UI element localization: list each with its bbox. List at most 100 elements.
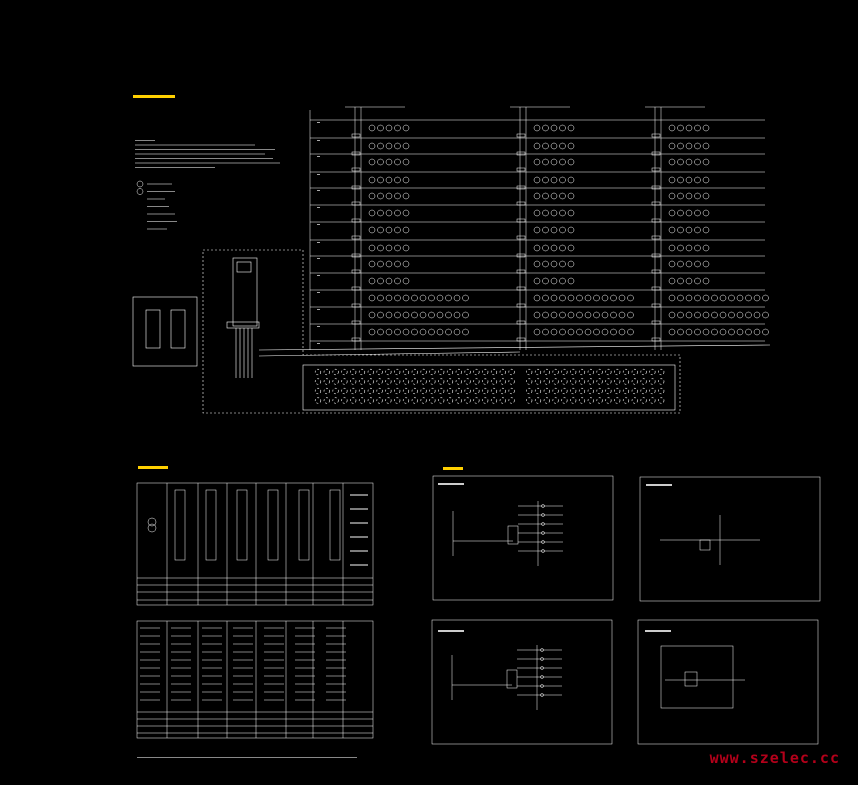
light-fixture-icon [550,226,558,234]
light-fixture-icon [420,368,427,376]
frame-rect [205,489,217,561]
light-fixture-icon [541,549,545,553]
light-fixture-icon [677,158,684,166]
frame-rect [516,337,526,342]
floor-label-mark [317,207,320,208]
light-fixture-icon [762,294,769,302]
light-fixture-icon [649,378,656,385]
light-fixture-icon [567,244,575,252]
light-fixture-icon [614,387,621,395]
light-fixture-icon [455,378,462,385]
light-fixture-icon [533,328,541,336]
light-fixture-icon [541,540,545,544]
light-fixture-icon [419,294,427,302]
frame-rect [516,253,526,258]
light-fixture-icon [596,397,603,404]
light-fixture-icon [376,368,383,376]
light-fixture-icon [668,209,676,217]
light-fixture-icon [550,209,558,217]
light-fixture-icon [411,378,418,385]
light-fixture-icon [490,397,498,404]
light-fixture-icon [640,387,647,395]
wire-line [258,351,521,357]
light-fixture-icon [438,378,445,385]
light-fixture-icon [377,176,384,184]
light-fixture-icon [587,368,594,376]
light-fixture-icon [358,368,366,376]
light-fixture-icon [694,244,701,252]
light-fixture-icon [402,176,410,184]
frame-rect [651,133,661,138]
light-fixture-icon [550,192,558,200]
light-fixture-icon [694,192,701,200]
light-fixture-icon [541,522,545,526]
light-fixture-icon [436,311,444,319]
light-fixture-icon [677,226,684,234]
floor-label-mark [317,224,320,225]
light-fixture-icon [402,260,410,268]
light-fixture-icon [394,176,401,184]
light-fixture-icon [350,378,357,385]
light-fixture-icon [368,142,376,150]
light-fixture-icon [455,387,462,395]
frame-rect [267,489,279,561]
floor-label-mark [317,309,320,310]
light-fixture-icon [350,387,357,395]
light-fixture-icon [341,368,348,376]
light-fixture-icon [402,142,410,150]
light-fixture-icon [394,226,401,234]
wire-line [258,344,771,351]
light-fixture-icon [402,397,410,404]
light-fixture-icon [694,277,701,285]
frame-rect [684,671,698,687]
light-fixture-icon [385,328,393,336]
light-fixture-icon [462,294,469,302]
light-fixture-icon [367,387,374,395]
light-fixture-icon [445,328,452,336]
light-fixture-icon [411,387,418,395]
light-fixture-icon [622,397,630,404]
light-fixture-icon [402,387,410,395]
light-fixture-icon [542,209,549,217]
light-fixture-icon [618,328,626,336]
light-fixture-icon [550,176,558,184]
light-fixture-icon [385,142,393,150]
light-fixture-icon [762,311,769,319]
light-fixture-icon [685,277,693,285]
light-fixture-icon [550,294,558,302]
note-text-line [135,144,255,146]
light-fixture-icon [377,209,384,217]
light-fixture-icon [429,368,436,376]
frame-rect [516,269,526,274]
frame-rect [132,296,198,367]
light-fixture-icon [377,158,384,166]
light-fixture-icon [490,387,498,395]
frame-rect [506,669,518,689]
light-fixture-icon [533,124,541,132]
light-fixture-icon [445,294,452,302]
frame-rect [136,482,374,606]
light-fixture-icon [136,188,144,195]
light-fixture-icon [436,294,444,302]
light-fixture-icon [631,387,638,395]
light-fixture-icon [420,378,427,385]
light-fixture-icon [552,387,559,395]
light-fixture-icon [668,311,676,319]
light-fixture-icon [605,378,612,385]
light-fixture-icon [368,311,376,319]
light-fixture-icon [376,387,383,395]
light-fixture-icon [542,328,549,336]
light-fixture-icon [668,277,676,285]
frame-rect [516,167,526,172]
light-fixture-icon [508,397,515,404]
note-text-line [135,162,280,164]
light-fixture-icon [543,397,550,404]
light-fixture-icon [540,648,544,652]
frame-rect [136,620,374,739]
floor-label-mark [317,174,320,175]
floor-label-mark [317,140,320,141]
light-fixture-icon [446,387,454,395]
light-fixture-icon [429,378,436,385]
light-fixture-icon [482,387,489,395]
light-fixture-icon [614,397,621,404]
